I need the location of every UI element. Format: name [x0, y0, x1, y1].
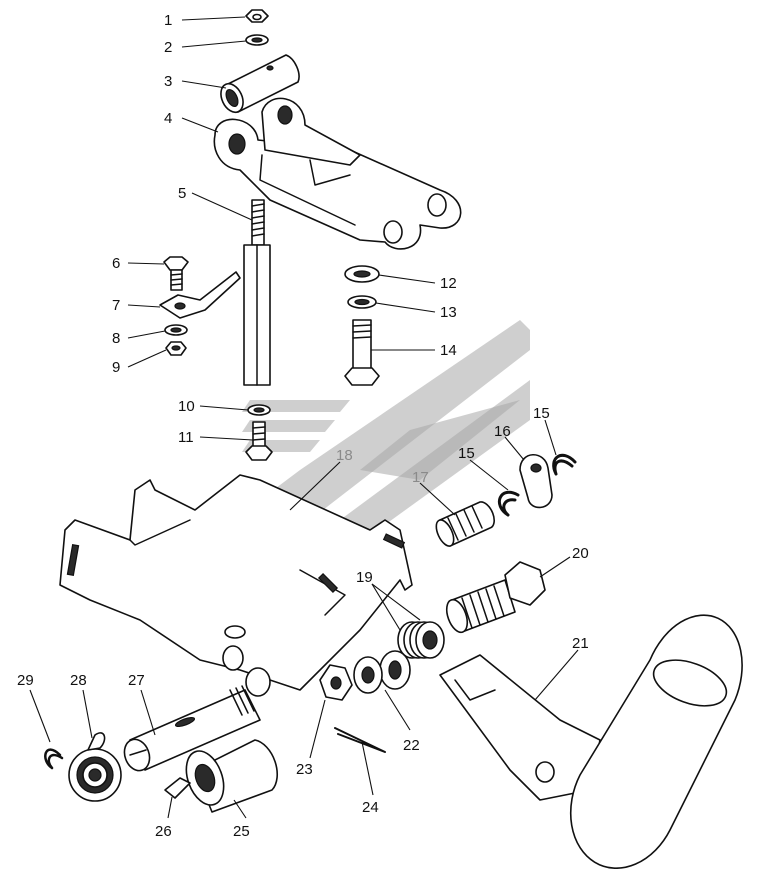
callout-20: 20 [572, 545, 589, 562]
callout-27: 27 [128, 672, 145, 689]
callout-26: 26 [155, 823, 172, 840]
callout-5: 5 [178, 185, 186, 202]
callout-14: 14 [440, 342, 457, 359]
part-cotter-pin [334, 727, 386, 753]
callout-7: 7 [112, 297, 120, 314]
part-stud-rod [243, 199, 271, 386]
callout-labels: 1 2 3 4 5 6 7 8 9 10 11 12 13 14 15 15 1… [17, 12, 589, 840]
callout-6: 6 [112, 255, 120, 272]
callout-13: 13 [440, 304, 457, 321]
part-bolt-large [344, 319, 380, 386]
callout-9: 9 [112, 359, 120, 376]
part-bent-plate [59, 474, 413, 691]
part-sleeve-cylinder [185, 739, 279, 813]
callout-24: 24 [362, 799, 379, 816]
callout-8: 8 [112, 330, 120, 347]
part-clip-plate [159, 271, 241, 319]
callout-17: 17 [412, 469, 429, 486]
part-nut-top [245, 9, 269, 23]
callout-23: 23 [296, 761, 313, 778]
part-pedal-arm [439, 614, 743, 869]
callout-16: 16 [494, 423, 511, 440]
callout-11: 11 [178, 429, 194, 446]
callout-1: 1 [164, 12, 172, 29]
part-shaft [123, 625, 271, 772]
part-nut-small [165, 341, 187, 356]
callout-15b: 15 [533, 405, 550, 422]
callout-28: 28 [70, 672, 87, 689]
callout-4: 4 [164, 110, 172, 127]
callout-12: 12 [440, 275, 457, 292]
callout-29: 29 [17, 672, 34, 689]
part-washer-mid [247, 404, 271, 416]
part-washer-large [344, 265, 380, 283]
part-bushing-tube [220, 54, 300, 114]
part-coil-spring [68, 732, 122, 802]
callout-22: 22 [403, 737, 420, 754]
part-threaded-bolt [445, 561, 546, 634]
part-bolt-mid [245, 421, 273, 461]
part-washer-small [164, 324, 188, 336]
callout-10: 10 [178, 398, 195, 415]
leader-lines [29, 16, 579, 819]
part-key [164, 777, 191, 799]
callout-18: 18 [336, 447, 353, 464]
part-lock-washer [347, 295, 377, 309]
part-shaped-plate [519, 453, 553, 509]
part-clip-ring-a [497, 491, 520, 517]
callout-15a: 15 [458, 445, 475, 462]
part-bracket-arm [213, 97, 462, 250]
callout-3: 3 [164, 73, 172, 90]
callout-19: 19 [356, 569, 373, 586]
part-clip-29 [44, 748, 64, 770]
part-washer-22 [353, 650, 411, 694]
part-castle-nut [319, 664, 353, 701]
callout-21: 21 [572, 635, 589, 652]
callout-25: 25 [233, 823, 250, 840]
part-torsion-spring [397, 621, 445, 659]
part-clip-ring-b [552, 453, 577, 476]
part-knurled-cylinder [435, 501, 495, 547]
callout-2: 2 [164, 39, 172, 56]
part-washer-top [245, 34, 269, 46]
part-bolt-small [163, 256, 189, 291]
